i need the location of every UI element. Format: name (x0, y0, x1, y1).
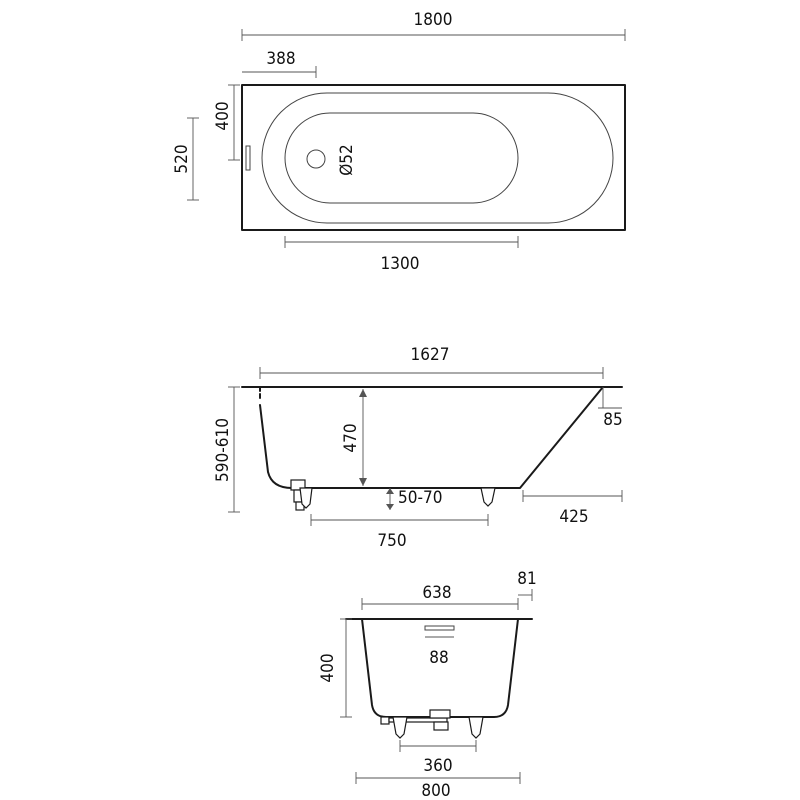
front-view: 638 81 88 400 360 800 (318, 569, 537, 800)
dim-slope-run: 425 (559, 507, 588, 527)
top-view: 1800 388 400 520 1300 Ø52 (172, 10, 626, 274)
front-overflow (424, 625, 455, 631)
dim-arrow (386, 488, 394, 510)
dim-front-depth: 400 (318, 653, 338, 682)
dim-feet-clearance: 50-70 (398, 488, 442, 508)
dim-inner-width: 400 (213, 101, 233, 130)
drain-hole (306, 149, 326, 169)
dim-front-outer-width: 800 (421, 781, 450, 800)
dim-side-height: 590-610 (213, 418, 233, 482)
side-foot-right (480, 487, 496, 507)
dim-drain-diameter: Ø52 (337, 144, 357, 176)
front-drain-trap (433, 721, 449, 731)
front-foot-left (392, 716, 408, 739)
dim-side-depth: 470 (341, 423, 361, 452)
dim-side-inner-length: 1627 (411, 345, 450, 365)
front-tub-profile (361, 618, 519, 718)
front-waste-pipe (388, 717, 448, 723)
dim-offset-drain: 388 (266, 49, 295, 69)
dim-length-total: 1800 (414, 10, 453, 30)
side-foot-left (299, 487, 313, 509)
side-tub-profile (259, 386, 604, 489)
dim-feet-spacing: 750 (377, 531, 406, 551)
side-view: 1627 470 590-610 85 50-70 750 425 (213, 345, 623, 551)
dim-front-rim-width: 81 (517, 569, 536, 589)
tub-outer-rim (241, 84, 626, 231)
overflow-slot (245, 145, 251, 171)
dim-inner-length: 1300 (381, 254, 420, 274)
dim-outer-width: 520 (172, 144, 192, 173)
front-foot-right (468, 716, 484, 739)
tub-bottom-flat (284, 112, 519, 204)
dim-front-overflow: 88 (429, 648, 448, 668)
front-drain-fitting (429, 709, 451, 719)
dim-side-rim: 85 (603, 410, 622, 430)
tub-inner-basin (261, 92, 614, 224)
front-waste-pipe-end (380, 716, 390, 725)
dim-front-feet-spacing: 360 (423, 756, 452, 776)
dim-front-inner-width: 638 (422, 583, 451, 603)
